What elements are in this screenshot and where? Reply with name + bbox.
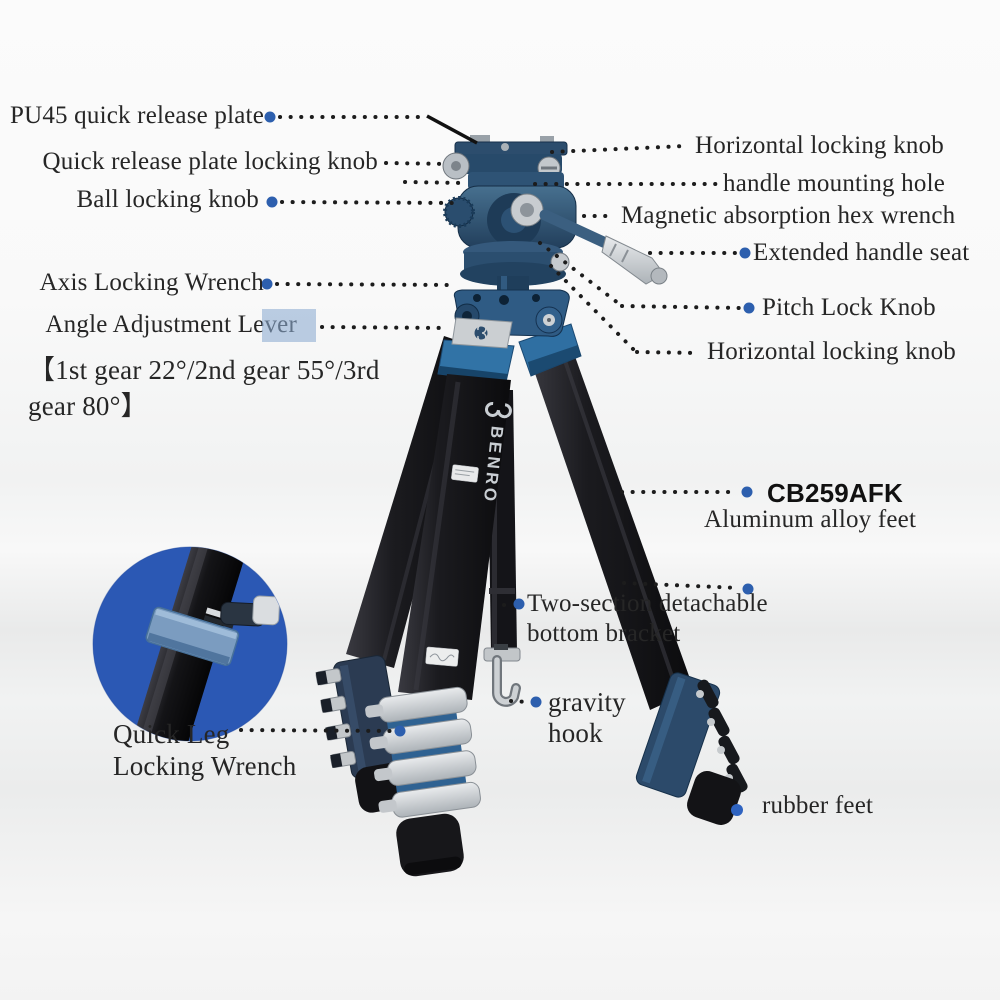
label-ball-locking-knob: Ball locking knob <box>76 186 259 213</box>
label-axis-locking-wrench: Axis Locking Wrench <box>39 269 264 296</box>
label-horizontal-locking-knob-mid: Horizontal locking knob <box>707 338 956 365</box>
leg-flip-locks <box>365 686 481 818</box>
angle-lever-highlight <box>262 309 316 342</box>
leg-front: BENRO <box>365 339 515 877</box>
label-model-cb259afk: CB259AFK <box>767 478 903 508</box>
label-angle-adjustment-lever: Angle Adjustment Lever <box>45 311 297 338</box>
label-two-section-bracket: Two-section detachable bottom bracket <box>527 590 768 647</box>
solid-pointer-line <box>426 114 478 145</box>
inset-magnifier <box>92 546 288 742</box>
label-handle-mounting-hole: handle mounting hole <box>723 170 946 197</box>
label-gear-note: 【1st gear 22°/2nd gear 55°/3rd gear 80°】 <box>28 355 380 421</box>
label-qr-plate-locking-knob: Quick release plate locking knob <box>42 148 378 175</box>
apex-crown <box>451 289 570 349</box>
label-rubber-feet: rubber feet <box>762 792 874 819</box>
label-pu45-quick-release-plate: PU45 quick release plate <box>9 102 264 129</box>
gravity-hook <box>492 655 521 707</box>
label-extended-handle-seat: Extended handle seat <box>753 239 970 266</box>
leg-lock-section-right <box>635 672 748 825</box>
label-quick-leg-locking-wrench: Quick Leg Locking Wrench <box>113 719 297 781</box>
front-rubber-foot <box>396 813 464 877</box>
label-gravity-hook: gravity hook <box>548 687 626 748</box>
label-pitch-lock-knob: Pitch Lock Knob <box>762 294 936 321</box>
label-aluminum-alloy-feet: Aluminum alloy feet <box>704 506 917 533</box>
label-magnetic-hex-wrench: Magnetic absorption hex wrench <box>621 202 956 229</box>
label-horizontal-locking-knob-top: Horizontal locking knob <box>695 132 944 159</box>
tripod-head <box>442 135 668 349</box>
leg-sticker-2 <box>425 646 459 667</box>
connector-lines <box>239 115 744 733</box>
leg-sticker <box>451 464 479 483</box>
pointer-dots <box>261 111 755 816</box>
inset-lock-lever <box>220 595 281 627</box>
leg-right <box>518 323 748 825</box>
pan-handle <box>539 209 668 285</box>
